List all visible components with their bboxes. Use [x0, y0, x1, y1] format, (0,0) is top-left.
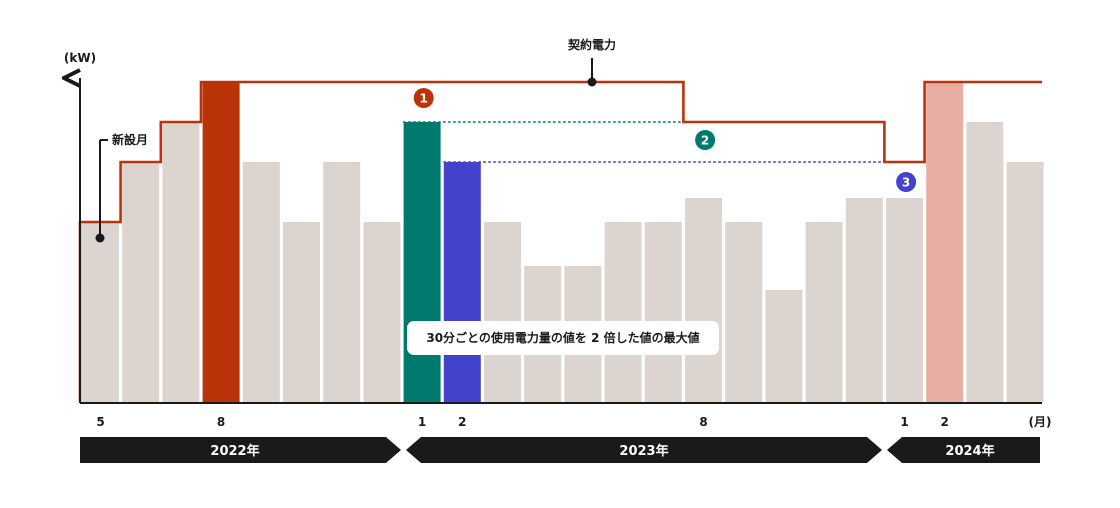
marker-number: 2	[701, 134, 709, 148]
bar	[765, 290, 803, 402]
bar	[926, 82, 964, 402]
bar	[363, 222, 401, 402]
year-arrow	[406, 437, 882, 463]
bar	[403, 122, 441, 402]
bars-group	[82, 82, 1044, 402]
bar	[443, 162, 481, 402]
x-unit-label: (月)	[1029, 415, 1052, 429]
bar	[484, 222, 521, 402]
marker-number: 3	[902, 176, 910, 190]
year-label: 2022年	[210, 443, 259, 459]
bar	[122, 162, 160, 402]
year-label: 2024年	[945, 443, 994, 459]
bar	[886, 198, 923, 402]
max-value-note: 30分ごとの使用電力量の値を 2 倍した値の最大値	[426, 330, 699, 345]
bar	[845, 198, 883, 402]
contract-power-label: 契約電力	[567, 37, 616, 52]
new-month-dot	[95, 233, 105, 243]
markers-group: 1 2 3	[413, 88, 917, 192]
year-arrow	[80, 437, 401, 463]
bar	[202, 82, 240, 402]
callouts-group: 契約電力 新設月 30分ごとの使用電力量の値を 2 倍した値の最大値	[95, 37, 719, 355]
bar	[685, 198, 722, 402]
axes-group: (kW) (月)	[64, 51, 1052, 429]
contract-label-dot	[587, 77, 597, 87]
year-label: 2023年	[619, 443, 668, 459]
bar	[323, 162, 361, 402]
marker-badge	[695, 130, 716, 150]
marker-number: 1	[420, 92, 428, 106]
contract-power-line	[78, 80, 1042, 402]
bar	[604, 222, 642, 402]
x-tick-label: 2	[941, 415, 949, 429]
bar	[644, 222, 682, 402]
marker-badge	[896, 172, 917, 192]
bar	[805, 222, 843, 402]
note-box	[407, 321, 719, 355]
bar	[82, 222, 119, 402]
y-unit-label: (kW)	[64, 51, 96, 65]
x-tick-label: 8	[699, 415, 707, 429]
bar	[242, 162, 280, 402]
bar	[283, 222, 320, 402]
x-tick-label: 1	[900, 415, 908, 429]
year-arrow	[887, 437, 1040, 463]
bar	[1006, 162, 1044, 402]
year-timeline-group: 2022年 2023年 2024年	[80, 437, 1040, 463]
x-tick-label: 1	[418, 415, 426, 429]
contract-power-group	[78, 80, 1042, 402]
x-tick-label: 2	[458, 415, 466, 429]
x-tick-label: 8	[217, 415, 225, 429]
bar	[966, 122, 1004, 402]
bar	[725, 222, 763, 402]
bar	[162, 122, 200, 402]
new-month-label: 新設月	[112, 132, 148, 147]
x-tick-label: 5	[96, 415, 104, 429]
marker-badge	[413, 88, 434, 108]
reference-lines-group	[402, 121, 886, 163]
tick-labels-group: 5 8 1 2 8 1 2	[96, 415, 949, 429]
